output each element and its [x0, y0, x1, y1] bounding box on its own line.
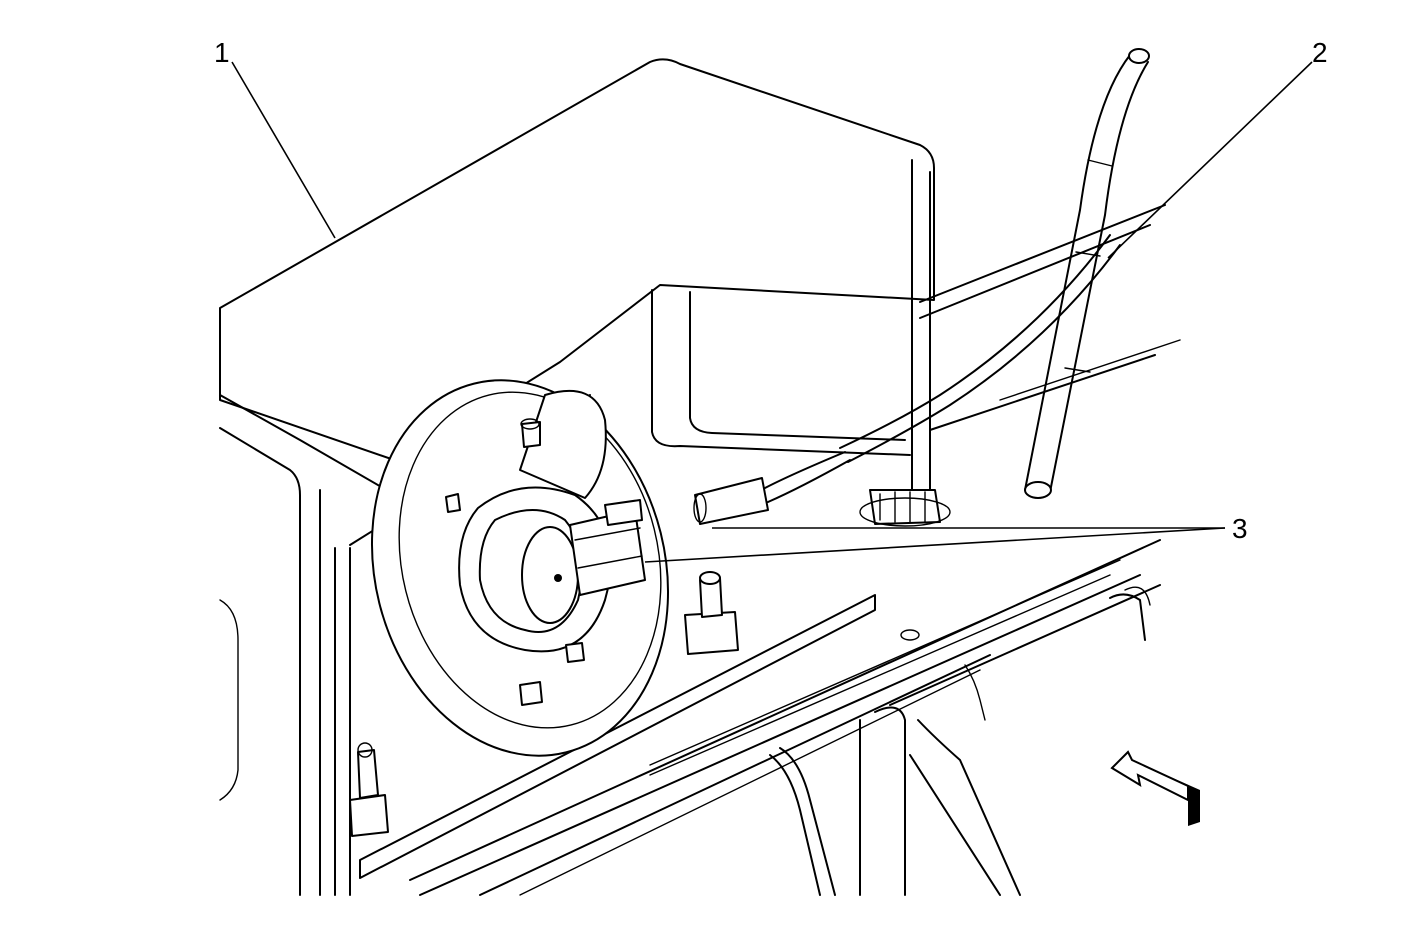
leader-line-2	[1107, 61, 1313, 259]
fuel-pump-module	[370, 379, 670, 757]
tank-shield-assembly	[219, 58, 1181, 896]
callout-1: 1	[214, 37, 230, 68]
leader-line-3b	[644, 527, 1226, 563]
connector-pigtail	[693, 234, 1121, 525]
vent-hose	[1024, 48, 1150, 499]
view-direction-arrow-icon	[1110, 750, 1200, 826]
callout-3: 3	[1232, 513, 1248, 544]
leader-lines	[231, 61, 1313, 563]
callout-2: 2	[1312, 37, 1328, 68]
leader-line-1	[231, 61, 336, 239]
